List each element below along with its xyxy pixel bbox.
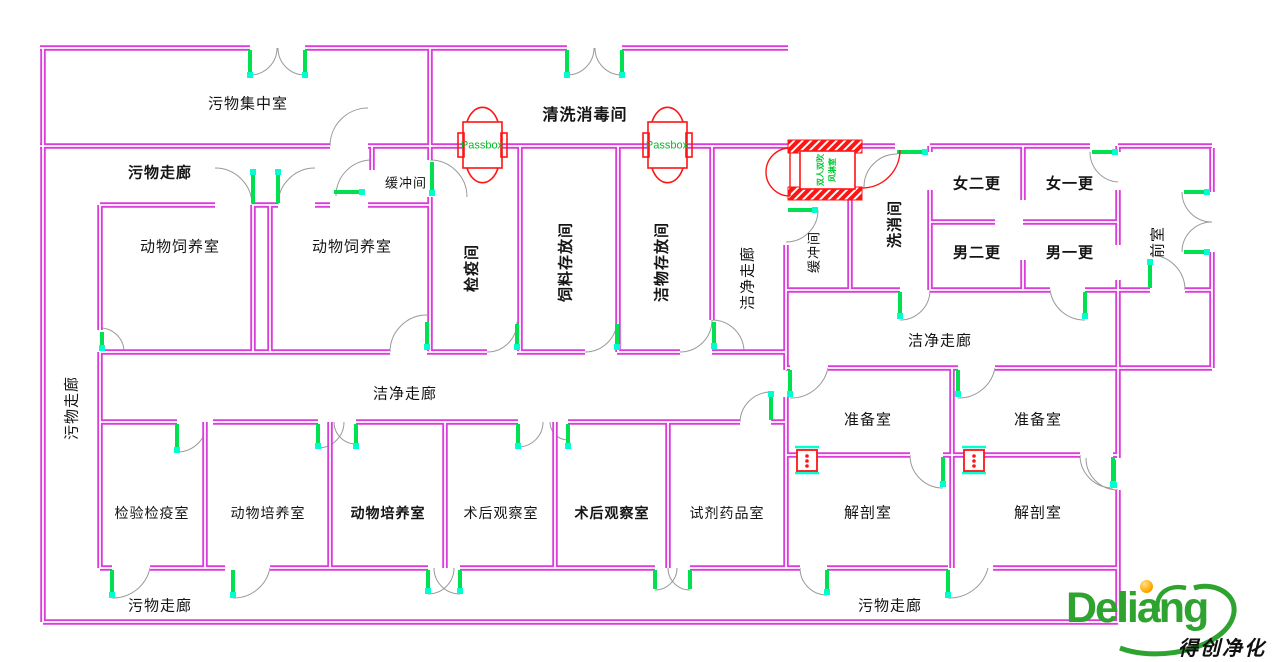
room-label-buffer-vertical: 缓冲间 [806, 230, 822, 274]
room-label-inspection-quarantine: 检验检疫室 [114, 505, 190, 521]
door-arcs [99, 47, 1213, 599]
logo-swoosh-hook [1155, 584, 1187, 613]
room-label-waste-corridor-left: 污物走廊 [63, 375, 81, 441]
room-label-waste-collection: 污物集中室 [207, 95, 289, 113]
room-label-male-second-change: 男二更 [952, 244, 1002, 262]
room-label-preparation-2: 准备室 [1013, 411, 1063, 429]
brand-logo-dot-icon [1140, 580, 1153, 593]
room-label-feed-storage: 饲料存放间 [557, 221, 575, 303]
room-label-preparation-1: 准备室 [843, 411, 893, 429]
passbox-label-2: Passbox [645, 139, 689, 152]
room-label-quarantine: 检疫间 [463, 243, 481, 293]
room-label-animal-culture-1: 动物培养室 [230, 505, 306, 521]
room-label-washing-disinfection: 清洗消毒间 [542, 107, 628, 124]
room-label-female-first-change: 女一更 [1045, 175, 1095, 193]
room-label-buffer-top: 缓冲间 [384, 175, 428, 191]
door-jambs [100, 50, 1209, 597]
brand-logo-text: Deliang [1066, 584, 1209, 632]
room-label-post-op-observation-2: 术后观察室 [574, 505, 650, 521]
air-shower-symbol [765, 139, 901, 201]
walls-inner-line [40, 47, 1213, 623]
walls-outer-line [40, 45, 1215, 625]
brand-logo-tagline: 得创净化 [1178, 638, 1266, 660]
logo-swoosh [1119, 583, 1237, 657]
room-label-post-op-observation-1: 术后观察室 [463, 505, 539, 521]
room-label-front-room: 前室 [1149, 225, 1167, 259]
room-label-animal-feeding-2: 动物饲养室 [311, 238, 393, 256]
air-shower-label-line1: 双人双吹 [816, 154, 825, 186]
passbox-symbol [642, 106, 693, 184]
room-label-waste-corridor-top: 污物走廊 [127, 164, 193, 182]
passbox-symbol [457, 106, 508, 184]
room-label-clean-corridor-right: 洁净走廊 [907, 332, 973, 350]
room-label-washing-room: 洗消间 [886, 199, 904, 249]
door-jamb-tips [99, 72, 1210, 598]
room-label-animal-culture-2: 动物培养室 [350, 505, 426, 521]
room-label-male-first-change: 男一更 [1045, 244, 1095, 262]
room-label-dissection-2: 解剖室 [1013, 504, 1063, 522]
room-label-clean-storage: 洁物存放间 [653, 221, 671, 303]
room-label-waste-corridor-bottom-right: 污物走廊 [857, 597, 923, 615]
transfer-window-symbol [795, 445, 819, 475]
air-shower-label-line2: 风淋室 [828, 158, 837, 182]
passbox-label-1: Passbox [460, 139, 504, 152]
room-label-clean-corridor-vertical: 洁净走廊 [739, 245, 757, 311]
transfer-window-symbol [962, 445, 986, 475]
room-label-reagent-medicine: 试剂药品室 [689, 505, 765, 521]
room-label-dissection-1: 解剖室 [843, 504, 893, 522]
brand-logo: Deliang 得创净化 [1062, 578, 1268, 660]
room-label-animal-feeding-1: 动物饲养室 [139, 238, 221, 256]
room-label-female-second-change: 女二更 [952, 175, 1002, 193]
room-label-clean-corridor-center: 洁净走廊 [372, 385, 438, 403]
room-label-waste-corridor-bottom-left: 污物走廊 [127, 597, 193, 615]
